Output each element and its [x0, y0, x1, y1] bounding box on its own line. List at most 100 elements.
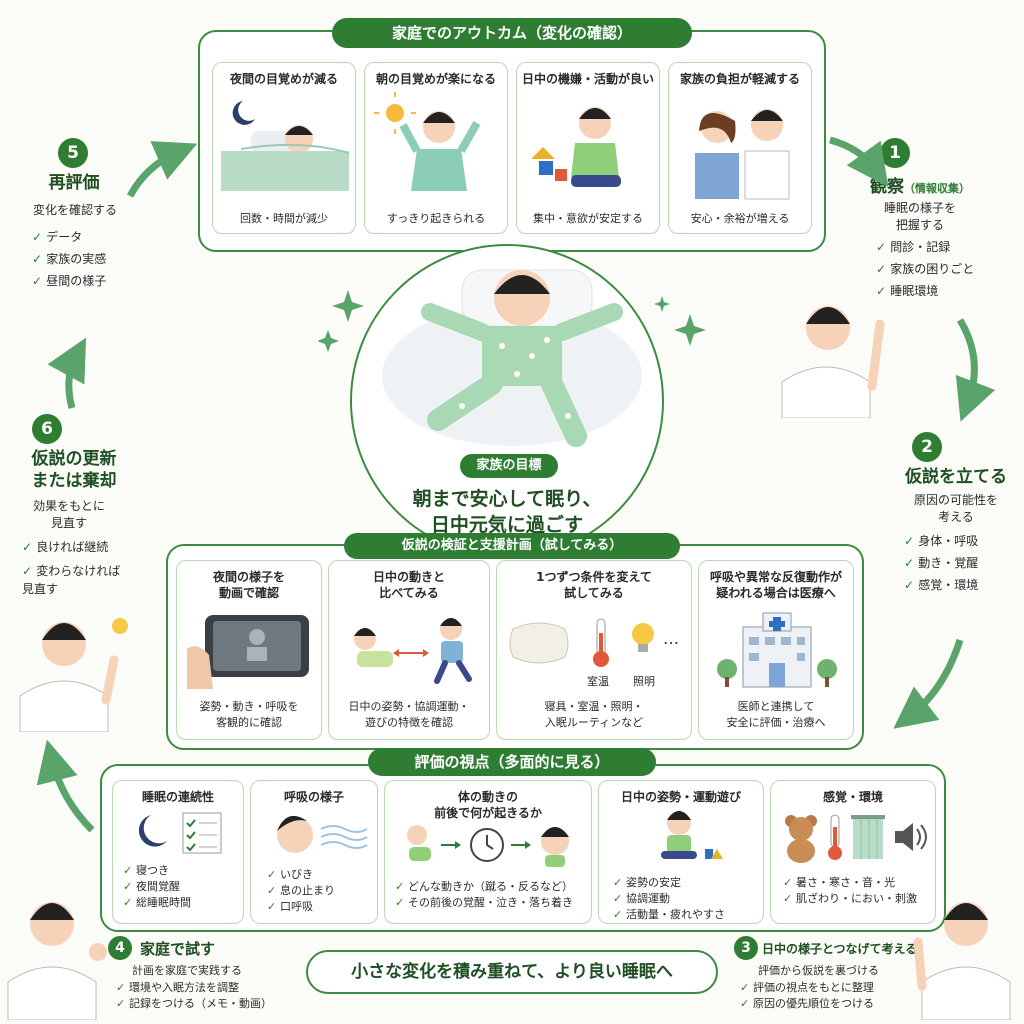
plan-card-title: 呼吸や異常な反復動作が 疑われる場合は医療へ — [709, 570, 842, 600]
outcome-card-caption: すっきり起きられる — [386, 212, 486, 225]
eval-card-checklist: 寝つき 夜間覚醒 総睡眠時間 — [123, 863, 191, 911]
goal-text-line1: 朝まで安心して眠り、 — [412, 488, 602, 510]
eval-card-continuity: 睡眠の連続性 寝つき 夜間覚醒 総睡眠時間 — [112, 780, 244, 924]
moon-checklist-icon — [138, 812, 222, 854]
eval-card-title: 感覚・環境 — [822, 790, 883, 804]
sitting-child-icon — [661, 811, 723, 859]
step-3-number: 3 — [734, 936, 758, 960]
therapist-fist-illustration — [7, 902, 107, 1020]
outcome-card-caption: 集中・意欲が安定する — [533, 212, 643, 225]
step-4-desc: 計画を家庭で実践する — [132, 964, 242, 977]
check-item: 動き・覚醒 — [904, 552, 978, 574]
check-item: 原因の優先順位をつける — [740, 996, 874, 1012]
plan-card-caption: 医師と連携して 安全に評価・治療へ — [726, 700, 826, 729]
step-6-title: 仮説の更新 または棄却 — [31, 449, 117, 491]
plan-title: 仮説の検証と支援計画（試してみる） — [344, 533, 680, 559]
moon-icon — [138, 815, 167, 847]
check-item: 暑さ・寒さ・音・光 — [783, 875, 917, 891]
step-4-checklist: 環境や入眠方法を調整 記録をつける（メモ・動画） — [116, 980, 272, 1012]
sleeping-child-illustration — [221, 101, 349, 191]
step-4-number: 4 — [108, 936, 132, 960]
lighting-label: 照明 — [633, 675, 655, 688]
step-1-title-sub: （情報収集） — [904, 182, 970, 195]
outcome-card-daytime: 日中の機嫌・活動が良い 集中・意欲が安定する — [516, 62, 660, 234]
eval-card-title: 日中の姿勢・運動遊び — [620, 790, 741, 804]
sensory-environment-icons — [785, 814, 927, 863]
eval-card-checklist: どんな動きか（蹴る・反るなど） その前後の覚醒・泣き・落ち着き — [395, 879, 573, 911]
eval-card-checklist: いびき 息の止まり 口呼吸 — [267, 867, 335, 915]
hospital-icon — [717, 612, 837, 688]
eval-card-title: 睡眠の連続性 — [141, 790, 214, 804]
playing-child-illustration — [531, 107, 621, 187]
goal-text-line2: 日中元気に過ごす — [430, 514, 584, 536]
outcome-card-title: 日中の機嫌・活動が良い — [521, 72, 654, 86]
arrow-step6-to-step5 — [47, 337, 87, 409]
parents-illustration — [695, 109, 790, 200]
check-item: 良ければ継続 — [22, 538, 120, 556]
check-item: 睡眠環境 — [876, 280, 974, 302]
step-2-title: 仮説を立てる — [905, 467, 1007, 487]
step-3-title: 日中の様子とつなげて考える — [762, 942, 918, 956]
eval-title: 評価の視点（多面的に見る） — [368, 748, 656, 776]
check-item: 夜間覚醒 — [123, 879, 191, 895]
waking-child-illustration — [374, 92, 481, 191]
plan-card-title: 1つずつ条件を変えて 試してみる — [536, 570, 652, 600]
eval-card-checklist: 暑さ・寒さ・音・光 肌ざわり・におい・刺激 — [783, 875, 917, 907]
outcome-title: 家庭でのアウトカム（変化の確認） — [332, 18, 692, 48]
step-2-number: 2 — [912, 432, 942, 462]
plan-card-video: 夜間の様子を 動画で確認 姿勢・動き・呼吸を 客観的に確認 — [176, 560, 322, 740]
eval-card-daytime-posture: 日中の姿勢・運動遊び 姿勢の安定 協調運動 活動量・疲れやすさ — [598, 780, 764, 924]
breathing-child-icon — [277, 815, 368, 853]
outcome-card-title: 家族の負担が軽減する — [679, 72, 800, 86]
outcome-card-caption: 安心・余裕が増える — [690, 212, 790, 225]
eval-card-title: 呼吸の様子 — [283, 790, 344, 804]
check-item: 環境や入眠方法を調整 — [116, 980, 272, 996]
check-item: 口呼吸 — [267, 899, 335, 915]
check-item: 記録をつける（メモ・動画） — [116, 996, 272, 1012]
lightbulb-icon — [632, 623, 654, 652]
check-item: 家族の困りごと — [876, 258, 974, 280]
plan-card-title: 夜間の様子を 動画で確認 — [212, 570, 285, 600]
check-item: 身体・呼吸 — [904, 530, 978, 552]
step-4-title: 家庭で試す — [140, 940, 216, 958]
eval-card-movement: 体の動きの 前後で何が起きるか どんな動きか（蹴る・反るなど） その前後の覚醒・… — [384, 780, 592, 924]
outcome-card-title: 夜間の目覚めが減る — [229, 72, 338, 86]
plan-card-caption: 日中の姿勢・協調運動・ 遊びの特徴を確認 — [348, 700, 470, 729]
check-item: 家族の実感 — [32, 248, 106, 270]
thermometer-icon — [593, 618, 609, 667]
check-item: 肌ざわり・におい・刺激 — [783, 891, 917, 907]
goal-badge: 家族の目標 — [460, 454, 558, 478]
check-item: 息の止まり — [267, 883, 335, 899]
sleeping-star-child-illustration — [382, 269, 642, 447]
plan-card-medical: 呼吸や異常な反復動作が 疑われる場合は医療へ 医師と連携して 安全に評価・治療へ — [698, 560, 854, 740]
step-6-number: 6 — [32, 414, 62, 444]
step-2-checklist: 身体・呼吸 動き・覚醒 感覚・環境 — [904, 530, 978, 596]
check-item: 変わらなければ 見直す — [22, 562, 120, 598]
outcome-card-title: 朝の目覚めが楽になる — [375, 72, 496, 86]
sparkle-icon — [318, 290, 364, 352]
outcome-card-night-waking: 夜間の目覚めが減る 回数・時間が減少 — [212, 62, 356, 234]
eval-card-checklist: 姿勢の安定 協調運動 活動量・疲れやすさ — [613, 875, 725, 923]
plan-card-conditions: 1つずつ条件を変えて 試してみる … 室温 照明 寝具・室温・照明・ 入眠ルーテ… — [496, 560, 692, 740]
room-temp-label: 室温 — [587, 675, 609, 688]
arrow-outcome-to-step1 — [829, 136, 889, 187]
eval-card-breathing: 呼吸の様子 いびき 息の止まり 口呼吸 — [250, 780, 378, 924]
speaker-icon — [895, 823, 927, 851]
arrow-step5-to-outcome — [126, 141, 198, 198]
footer-message: 小さな変化を積み重ねて、より良い睡眠へ — [306, 950, 718, 994]
check-item: 活動量・疲れやすさ — [613, 907, 725, 923]
step-5-checklist: データ 家族の実感 昼間の様子 — [32, 226, 106, 292]
check-item: いびき — [267, 867, 335, 883]
check-item: 寝つき — [123, 863, 191, 879]
step-6-checklist: 良ければ継続 変わらなければ 見直す — [22, 538, 120, 598]
therapist-with-bulb-illustration — [19, 618, 128, 732]
check-item: 協調運動 — [613, 891, 725, 907]
step-1-checklist: 問診・記録 家族の困りごと 睡眠環境 — [876, 236, 974, 302]
step-2-desc: 原因の可能性を 考える — [913, 493, 998, 524]
double-arrow-icon — [393, 649, 429, 657]
plan-card-caption: 姿勢・動き・呼吸を 客観的に確認 — [199, 700, 299, 729]
movement-sequence-icon — [407, 825, 569, 867]
check-item: 感覚・環境 — [904, 574, 978, 596]
step-5-title: 再評価 — [48, 173, 100, 193]
